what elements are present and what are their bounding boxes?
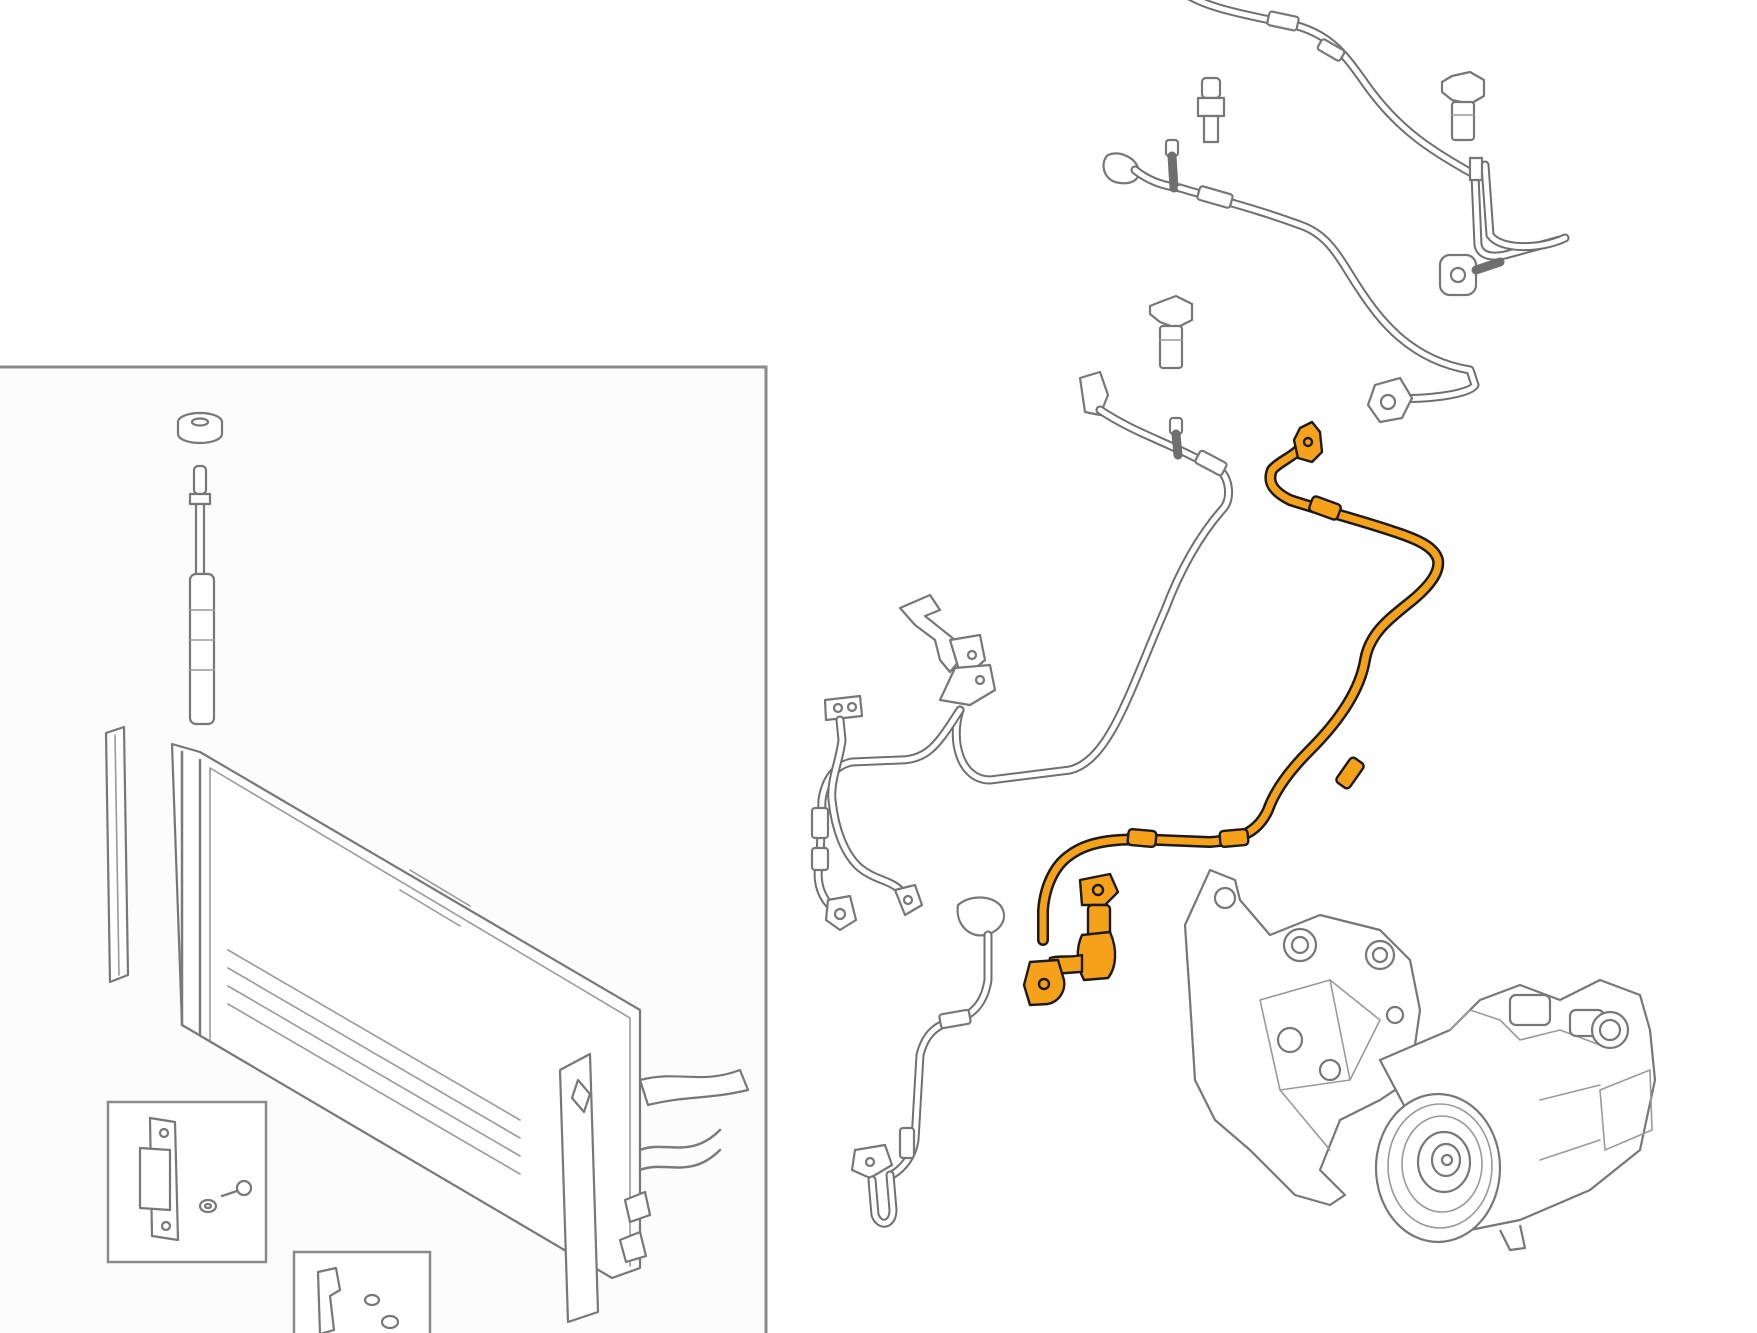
rubber-mount bbox=[176, 411, 224, 445]
clip-inset bbox=[292, 1250, 432, 1333]
hose-left-short bbox=[823, 694, 924, 917]
protective-cap-middle bbox=[1148, 294, 1194, 370]
bracket-inset bbox=[106, 1100, 268, 1264]
liquid-line-middle bbox=[951, 370, 1233, 785]
mounting-bracket bbox=[898, 593, 997, 707]
pressure-hose-lower bbox=[850, 896, 1006, 1228]
compressor-bracket bbox=[1183, 868, 1422, 1207]
pressure-switch-upper bbox=[1196, 76, 1226, 144]
liquid-line-upper bbox=[1102, 138, 1480, 424]
protective-cap-upper bbox=[1440, 70, 1486, 142]
ac-compressor bbox=[1374, 978, 1657, 1252]
seal-strip bbox=[104, 725, 130, 984]
ac-refrigerant-hose-highlighted bbox=[1022, 420, 1445, 1007]
hose-muffler bbox=[1076, 930, 1117, 982]
suction-line-upper bbox=[1187, 0, 1570, 297]
receiver-drier bbox=[188, 464, 216, 726]
condenser bbox=[170, 742, 750, 1324]
